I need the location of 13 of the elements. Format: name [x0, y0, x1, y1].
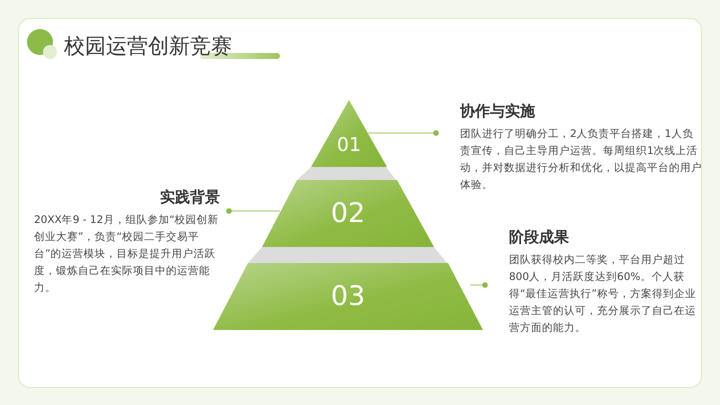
section-heading: 阶段成果: [509, 228, 570, 247]
section-description: 团队进行了明确分工，2人负责平台搭建，1人负责宣传，自己主导用户运营。每周组织1次线上活动，并对数据进行分析和优化，以提高平台的用户体验。: [460, 127, 702, 193]
leader-line: [470, 282, 488, 288]
section-description: 团队获得校内二等奖，平台用户超过800人，月活跃度达到60%。个人获得“最佳运营执行”称号，方案得到企业运营主管的认可，充分展示了自己在运营方面的能力。: [509, 253, 697, 336]
tier-number: 02: [330, 200, 366, 227]
section-heading: 实践背景: [159, 188, 220, 207]
tier-number: 01: [336, 136, 362, 155]
tier-number: 03: [330, 283, 366, 310]
section-heading: 协作与实施: [460, 102, 536, 121]
slide-title: 校园运营创新竞赛: [64, 33, 232, 60]
section-description: 20XX年9 - 12月，组队参加“校园创新创业大赛”，负责“校园二手交易平台”的运营模块，目标是提升用户活跃度，锻炼自己在实际项目中的运营能力。: [34, 213, 220, 296]
leader-line: [226, 208, 280, 214]
leader-line: [368, 130, 439, 136]
